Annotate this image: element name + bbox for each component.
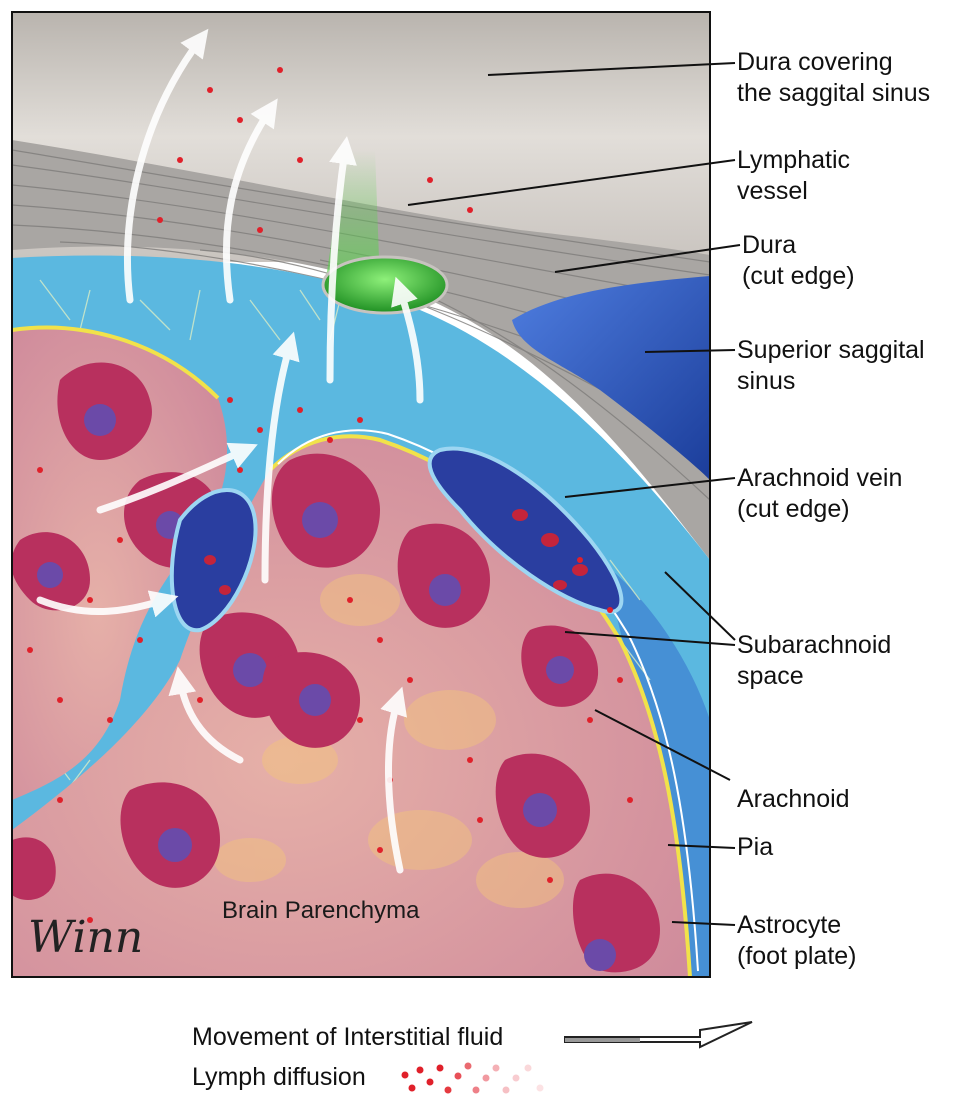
label-dura-cut-line1: Dura	[742, 230, 855, 261]
label-sss-line2: sinus	[737, 366, 925, 397]
legend-interstitial-label: Movement of Interstitial fluid	[192, 1023, 503, 1052]
lymphatic-vessel-lumen	[323, 257, 447, 313]
label-astrocyte: Astrocyte (foot plate)	[737, 910, 857, 972]
label-subarachnoid-line2: space	[737, 661, 891, 692]
label-arachnoid: Arachnoid	[737, 784, 850, 815]
illustration-panel	[11, 12, 710, 977]
label-pia: Pia	[737, 832, 773, 863]
legend-lymph-dots-icon	[402, 1063, 544, 1094]
legend-interstitial-arrow-icon	[565, 1022, 752, 1047]
label-dura-covering-line2: the saggital sinus	[737, 78, 930, 109]
label-brain-parenchyma: Brain Parenchyma	[222, 897, 419, 925]
label-dura-covering-line1: Dura covering	[737, 47, 930, 78]
label-astrocyte-line2: (foot plate)	[737, 941, 857, 972]
label-arachnoid-vein-line1: Arachnoid vein	[737, 463, 902, 494]
label-dura-covering: Dura covering the saggital sinus	[737, 47, 930, 109]
label-dura-cut-edge: Dura (cut edge)	[742, 230, 855, 292]
artist-signature: Winn	[28, 912, 143, 963]
label-astrocyte-line1: Astrocyte	[737, 910, 857, 941]
label-arachnoid-vein: Arachnoid vein (cut edge)	[737, 463, 902, 525]
label-lymphatic-vessel: Lymphatic vessel	[737, 145, 850, 207]
label-lymphatic-line1: Lymphatic	[737, 145, 850, 176]
label-subarachnoid-space: Subarachnoid space	[737, 630, 891, 692]
label-lymphatic-line2: vessel	[737, 176, 850, 207]
label-sss-line1: Superior saggital	[737, 335, 925, 366]
label-pia-text: Pia	[737, 832, 773, 863]
label-arachnoid-vein-line2: (cut edge)	[737, 494, 902, 525]
label-superior-saggital-sinus: Superior saggital sinus	[737, 335, 925, 397]
label-subarachnoid-line1: Subarachnoid	[737, 630, 891, 661]
label-dura-cut-line2: (cut edge)	[742, 261, 855, 292]
label-arachnoid-text: Arachnoid	[737, 784, 850, 815]
legend-lymph-label: Lymph diffusion	[192, 1063, 366, 1092]
